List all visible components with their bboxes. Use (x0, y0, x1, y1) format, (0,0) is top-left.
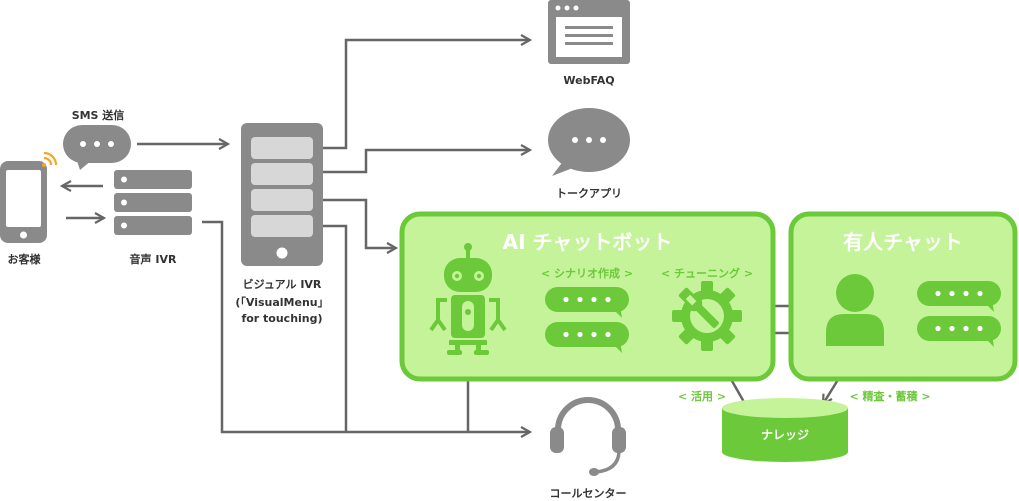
tuning-label: < チューニング > (660, 267, 754, 280)
arrow-to-webfaq (305, 40, 530, 150)
operator-bubbles (917, 281, 1001, 347)
mobile-menu-icon (241, 123, 323, 266)
talk-app-label: トークアプリ (556, 187, 622, 200)
server-icon (114, 170, 192, 235)
utilize-label: < 活用 > (677, 390, 727, 403)
scenario-bubbles (545, 287, 629, 353)
human-chat-title: 有人チャット (843, 230, 963, 254)
smartphone-icon (0, 161, 47, 243)
ai-chatbot-title: AI チャットボット (502, 230, 673, 254)
sms-label: SMS 送信 (71, 109, 125, 122)
visual-ivr-sub1: (「VisualMenu」 (235, 296, 329, 309)
knowledge-label: ナレッジ (760, 428, 809, 442)
call-center-label: コールセンター (549, 487, 627, 500)
headset-icon (550, 397, 626, 476)
refine-label: < 精査・蓄積 > (849, 390, 931, 403)
visual-ivr-label: ビジュアル IVR (242, 278, 322, 291)
gear-wrench-icon (672, 281, 742, 351)
arrow-to-ai-chatbot (305, 198, 396, 248)
arrow-to-talk-app (305, 150, 530, 174)
browser-icon (548, 0, 630, 64)
scenario-label: < シナリオ作成 > (540, 267, 634, 280)
database-icon (722, 398, 848, 462)
visual-ivr-sub2: for touching) (241, 312, 323, 325)
speech-bubble-icon (63, 125, 131, 170)
arrow-to-call-center (202, 220, 530, 432)
webfaq-label: WebFAQ (563, 74, 615, 87)
customer-label: お客様 (7, 253, 41, 266)
person-icon (826, 274, 884, 346)
voice-ivr-label: 音声 IVR (129, 253, 177, 266)
wifi-icon (42, 151, 58, 167)
robot-icon (429, 243, 507, 355)
speech-bubble-icon (548, 108, 630, 176)
